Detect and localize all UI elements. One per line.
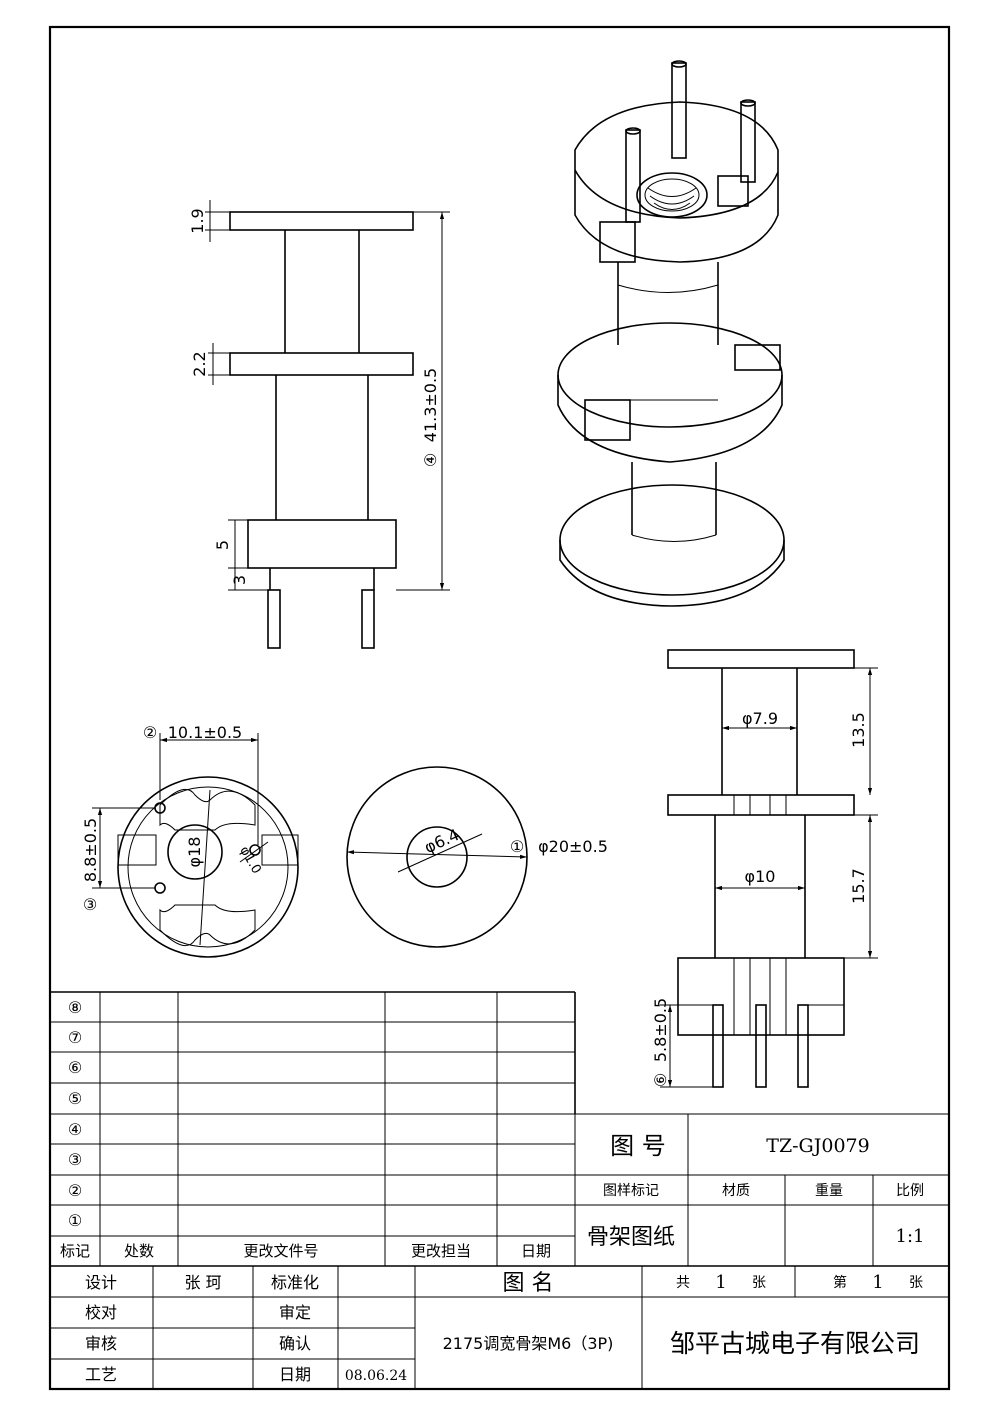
- doc-type: 骨架图纸: [587, 1225, 675, 1250]
- date-value: 08.06.24: [345, 1368, 407, 1384]
- sheet-unit: 张: [909, 1275, 923, 1291]
- revision-marker-2: ②: [68, 1181, 82, 1200]
- sample-mark-label: 图样标记: [603, 1183, 659, 1199]
- dim-slot-height: 8.8±0.5: [81, 818, 100, 882]
- marker-slot-height: ③: [83, 895, 97, 914]
- dim-pin-stub: 3: [230, 575, 249, 585]
- drawing-no-label: 图 号: [610, 1132, 666, 1160]
- revision-marker-7: ⑦: [68, 1028, 82, 1047]
- revision-marker-3: ③: [68, 1150, 82, 1169]
- dim-mid-flange: 2.2: [190, 351, 209, 376]
- revision-marker-1: ①: [68, 1211, 82, 1230]
- dim-upper-core-dia: φ7.9: [742, 709, 778, 728]
- design-label: 设计: [85, 1273, 117, 1292]
- part-name: 2175调宽骨架M6（3P): [443, 1334, 614, 1353]
- title-block-grid: [50, 1266, 948, 1389]
- marker-overall: ④: [421, 453, 440, 467]
- revision-header-docno: 更改文件号: [243, 1242, 318, 1260]
- dim-top-flange: 1.9: [188, 208, 207, 233]
- revision-header-mark: 标记: [60, 1242, 90, 1260]
- confirm-label: 确认: [279, 1334, 311, 1353]
- company-name: 邹平古城电子有限公司: [670, 1329, 920, 1358]
- weight-label: 重量: [815, 1183, 843, 1199]
- marker-slot-width: ②: [143, 723, 157, 742]
- marker-flange: ①: [510, 837, 524, 856]
- process-label: 工艺: [85, 1365, 117, 1384]
- sheet-border: [48, 25, 951, 1391]
- isometric-view: [557, 60, 785, 607]
- drawing-no: TZ-GJ0079: [766, 1135, 869, 1157]
- date-label: 日期: [279, 1365, 311, 1384]
- dim-upper-core-len: 13.5: [849, 712, 868, 748]
- revision-marker-6: ⑥: [68, 1058, 82, 1077]
- revision-header-owner: 更改担当: [411, 1242, 471, 1260]
- audit-label: 审核: [85, 1334, 117, 1353]
- dim-slot-width: 10.1±0.5: [168, 723, 242, 742]
- scale-value: 1:1: [896, 1226, 925, 1247]
- sheet-label: 第: [833, 1274, 847, 1291]
- sheet-value: 1: [872, 1272, 883, 1293]
- material-label: 材质: [722, 1183, 750, 1199]
- revision-marker-4: ④: [68, 1120, 82, 1139]
- drawing-name-label: 图 名: [503, 1271, 554, 1296]
- revision-table-grid: [50, 991, 948, 1267]
- dim-lower-core-len: 15.7: [849, 868, 868, 904]
- total-value: 1: [715, 1272, 726, 1293]
- marker-pin-len: ⑥: [651, 1073, 670, 1087]
- check-label: 校对: [85, 1303, 117, 1322]
- dim-lower-core-dia: φ10: [745, 867, 776, 886]
- bottom-view: [92, 733, 299, 958]
- dim-bore-dia: φ18: [185, 837, 204, 868]
- standard-label: 标准化: [271, 1273, 319, 1292]
- designer-name: 张 珂: [184, 1273, 221, 1292]
- front-view: [205, 200, 450, 649]
- dim-flange-dia: φ20±0.5: [538, 837, 608, 856]
- review-label: 审定: [279, 1303, 311, 1322]
- total-label: 共: [676, 1275, 690, 1291]
- scale-label: 比例: [896, 1183, 924, 1199]
- revision-marker-8: ⑧: [68, 998, 82, 1017]
- side-view: [660, 649, 878, 1088]
- flange-view: [346, 766, 528, 948]
- total-unit: 张: [752, 1275, 766, 1291]
- revision-header-date: 日期: [521, 1242, 551, 1260]
- dim-pin-len: 5.8±0.5: [651, 998, 670, 1062]
- dim-base-height: 5: [213, 540, 232, 550]
- revision-header-count: 处数: [124, 1242, 154, 1260]
- revision-marker-5: ⑤: [68, 1089, 82, 1108]
- dim-overall-height: 41.3±0.5: [421, 368, 440, 442]
